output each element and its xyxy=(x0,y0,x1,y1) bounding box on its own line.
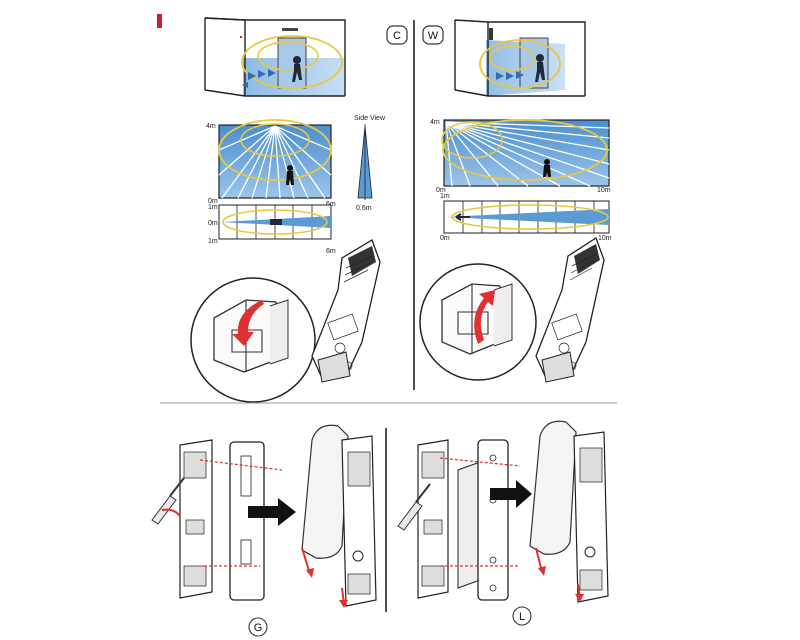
svg-text:0m: 0m xyxy=(436,187,446,194)
cover-housing-l xyxy=(529,420,577,576)
detector-assembled-g xyxy=(339,435,377,608)
arrow-right-l xyxy=(490,480,532,508)
room-perspective-c xyxy=(204,17,346,97)
svg-text:10m: 10m xyxy=(597,187,611,194)
base-plate-bracket-l xyxy=(439,439,521,601)
side-view-c: Side View 0.6m xyxy=(354,115,386,212)
badge-g: G xyxy=(248,617,268,637)
svg-text:4m: 4m xyxy=(206,123,216,130)
detector-board-c xyxy=(311,239,381,383)
room-perspective-w xyxy=(454,19,586,97)
svg-text:0m: 0m xyxy=(440,235,450,242)
panel-w-badge: W xyxy=(422,25,444,45)
lens-detail-circle-c xyxy=(190,277,316,403)
svg-text:6m: 6m xyxy=(326,248,336,255)
detector-assembled-l xyxy=(573,431,609,603)
coverage-top-view-w: 4m 0m 10m xyxy=(430,119,611,194)
svg-text:1m: 1m xyxy=(440,193,450,200)
badge-l: L xyxy=(512,606,532,626)
arrow-right-g xyxy=(248,498,296,526)
svg-text:0m: 0m xyxy=(208,220,218,227)
base-plate-g xyxy=(199,441,283,601)
lens-detail-circle-w xyxy=(419,263,537,381)
svg-text:10m: 10m xyxy=(598,235,612,242)
svg-text:4m: 4m xyxy=(430,119,440,126)
mounting-board-g xyxy=(151,439,213,599)
svg-text:L: L xyxy=(519,611,525,623)
svg-text:1m: 1m xyxy=(208,204,218,211)
panel-c-badge: C xyxy=(386,25,408,45)
coverage-side-strip-w: 1m 0m 10m xyxy=(440,193,612,242)
svg-text:1m: 1m xyxy=(208,238,218,245)
detector-board-w xyxy=(535,237,605,383)
coverage-side-strip-c: 1m 0m 1m 6m xyxy=(208,204,336,255)
mounting-board-l xyxy=(397,439,449,599)
cover-housing-g xyxy=(301,424,349,578)
svg-text:G: G xyxy=(254,622,263,634)
svg-text:0.6m: 0.6m xyxy=(356,205,372,212)
svg-text:C: C xyxy=(393,30,401,42)
svg-text:Side View: Side View xyxy=(354,115,386,122)
red-corner-marker xyxy=(157,14,162,28)
svg-text:W: W xyxy=(428,30,439,42)
svg-text:0m: 0m xyxy=(208,198,218,205)
coverage-top-view-c: 4m 0m 6m xyxy=(206,119,336,208)
